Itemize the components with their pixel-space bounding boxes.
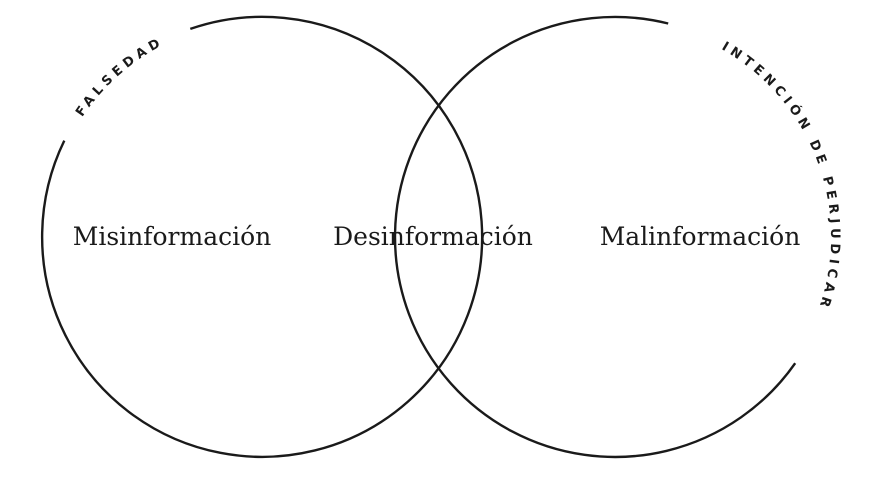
falsedad-circle	[40, 15, 484, 459]
intencion-label: INTENCIÓN DE PERJUDICAR	[719, 39, 842, 313]
falsedad-label: FALSEDAD	[73, 34, 167, 119]
malinformacion-label: Malinformación	[600, 222, 801, 251]
desinformacion-label: Desinformación	[333, 222, 533, 251]
misinformacion-label: Misinformación	[73, 222, 272, 251]
intencion-circle	[393, 15, 797, 459]
